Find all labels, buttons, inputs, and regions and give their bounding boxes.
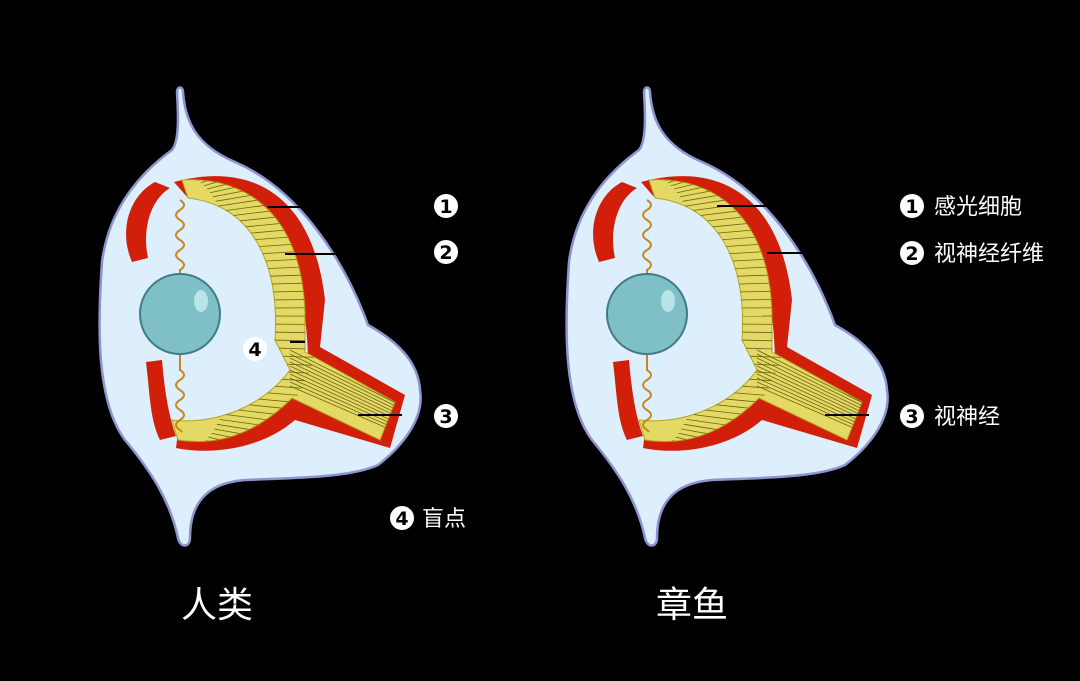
zonule-upper: [642, 199, 652, 278]
optic-nerve-fiber-label: 视神经纤维: [934, 242, 1044, 267]
human-eye-cross-section: 1 2 3 4 4 盲点 人类: [98, 86, 466, 626]
optic-nerve-label: 视神经: [934, 405, 1000, 430]
lens: [139, 273, 221, 355]
iris-upper: [126, 182, 170, 262]
marker-3-number: 3: [439, 406, 452, 428]
nerve-fiber: [667, 179, 696, 184]
legend-marker-1-number: 1: [905, 196, 918, 218]
nerve-fiber: [200, 179, 229, 184]
optic-nerve-fiber: [289, 369, 395, 422]
marker-1: 1: [434, 194, 458, 218]
optic-nerve-fiber: [289, 349, 395, 406]
optic-nerve-fiber: [756, 365, 862, 419]
octopus-caption: 章鱼: [656, 585, 728, 626]
optic-nerve-fiber: [756, 349, 862, 406]
iris-lower: [613, 360, 643, 440]
iris-lower: [146, 360, 176, 440]
marker-4-number: 4: [248, 339, 261, 361]
legend-marker-2-number: 2: [905, 243, 918, 265]
legend-optic-nerve: 3 视神经: [900, 404, 1000, 430]
marker-3: 3: [434, 404, 458, 428]
legend-photoreceptor: 1 感光细胞: [900, 194, 1022, 220]
optic-nerve-fiber: [756, 353, 862, 409]
lens-highlight: [194, 290, 208, 312]
optic-nerve-fiber: [756, 377, 862, 428]
optic-nerve-fiber: [756, 361, 862, 415]
optic-nerve-fiber: [289, 353, 395, 409]
marker-1-number: 1: [439, 196, 452, 218]
optic-nerve-fiber: [289, 365, 395, 419]
optic-nerve-fiber: [756, 357, 862, 412]
retina: [171, 179, 396, 443]
optic-nerve-fiber: [756, 385, 862, 435]
retina: [638, 179, 863, 443]
iris-upper: [593, 182, 637, 262]
photoreceptor-label: 感光细胞: [934, 195, 1022, 220]
zonule-lower: [642, 352, 652, 433]
marker-2: 2: [434, 240, 458, 264]
legend-optic-nerve-fiber: 2 视神经纤维: [900, 241, 1044, 267]
lens-highlight: [661, 290, 675, 312]
blind-spot-label: 盲点: [422, 507, 466, 532]
legend-marker-4-number: 4: [395, 508, 408, 530]
optic-nerve-fiber: [289, 381, 395, 431]
legend-blind-spot: 4 盲点: [390, 506, 466, 532]
marker-2-number: 2: [439, 242, 452, 264]
human-caption: 人类: [181, 585, 253, 626]
zonule-lower: [175, 352, 185, 433]
optic-nerve-fiber: [289, 361, 395, 415]
optic-nerve-fiber: [756, 381, 862, 431]
marker-4: 4: [243, 337, 267, 361]
optic-nerve-fiber: [289, 385, 395, 435]
octopus-eye-cross-section: 章鱼: [565, 86, 889, 626]
zonule-upper: [175, 199, 185, 278]
optic-nerve-fiber: [756, 369, 862, 422]
optic-nerve-fiber: [289, 357, 395, 412]
optic-nerve-fiber: [289, 377, 395, 428]
lens: [606, 273, 688, 355]
legend-marker-3-number: 3: [905, 406, 918, 428]
